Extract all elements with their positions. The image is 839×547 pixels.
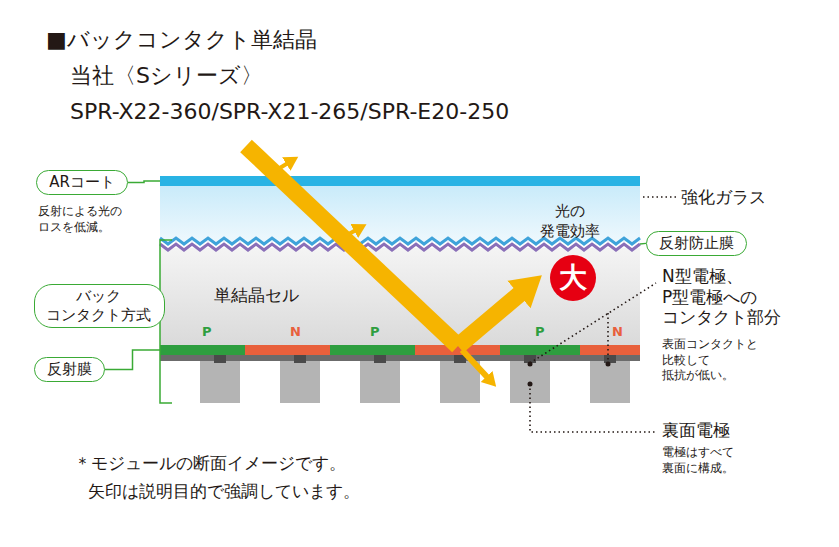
label: 強化ガラス [681,186,766,208]
label: 単結晶セル [214,284,299,306]
label: 反射による光の ロスを低減。 [38,204,122,235]
bracket [160,240,172,403]
ar-coat [160,176,640,186]
back-electrode [510,361,550,403]
label: P [535,324,545,341]
contact [294,355,306,363]
n-band [245,345,330,355]
pill-leader [128,181,160,182]
label: 裏面電極 [662,419,730,441]
node-text: 大 [559,264,587,292]
back-electrodes [200,355,630,403]
light-arrows [246,146,522,378]
back-electrode [280,361,320,403]
node-text: 反射膜 [46,360,93,379]
tempered-glass [160,186,640,242]
back-electrode [200,361,240,403]
contact [374,355,386,363]
label: ＊モジュールの断面イメージです。 [74,452,346,474]
label: 当社〈Sシリーズ〉 [70,62,263,91]
label: 表面コンタクトと 比較して 抵抗が低い。 [662,337,758,384]
label: SPR-X22-360/SPR-X21-265/SPR-E20-250 [70,98,509,127]
callout-pill: 反射防止膜 [646,231,747,256]
label: P [202,324,212,341]
back-electrode [360,361,400,403]
label: 電極はすべて 裏面に構成。 [662,445,734,476]
title: ■バックコンタクト単結晶 [46,26,317,55]
back-electrode [590,361,630,403]
node-text: バック コンタクト方式 [46,287,151,325]
label: 矢印は説明目的で強調しています。 [88,480,360,502]
pill-leader [105,350,160,369]
label: 光の 発電効率 [540,202,600,241]
p-band [330,345,415,355]
callout-pill: ARコート [36,170,128,195]
label: N [290,324,301,341]
node-text: ARコート [48,173,116,192]
contact [604,355,616,363]
reflective-film [160,355,640,361]
label: N [612,324,623,341]
electrode-dot [528,382,533,387]
p-band [500,345,580,355]
anti-reflection-film [160,238,640,250]
efficiency-circle: 大 [550,255,596,301]
p-band [160,345,245,355]
contact-dot [606,362,611,367]
contact-dot [528,362,533,367]
label: P [370,324,380,341]
label: N型電極、 P型電極への コンタクト部分 [662,266,781,328]
callout-pill: バック コンタクト方式 [34,284,165,328]
callout-pill: 反射膜 [34,357,105,382]
node-text: 反射防止膜 [658,234,735,253]
contact [214,355,226,363]
n-band [580,345,640,355]
